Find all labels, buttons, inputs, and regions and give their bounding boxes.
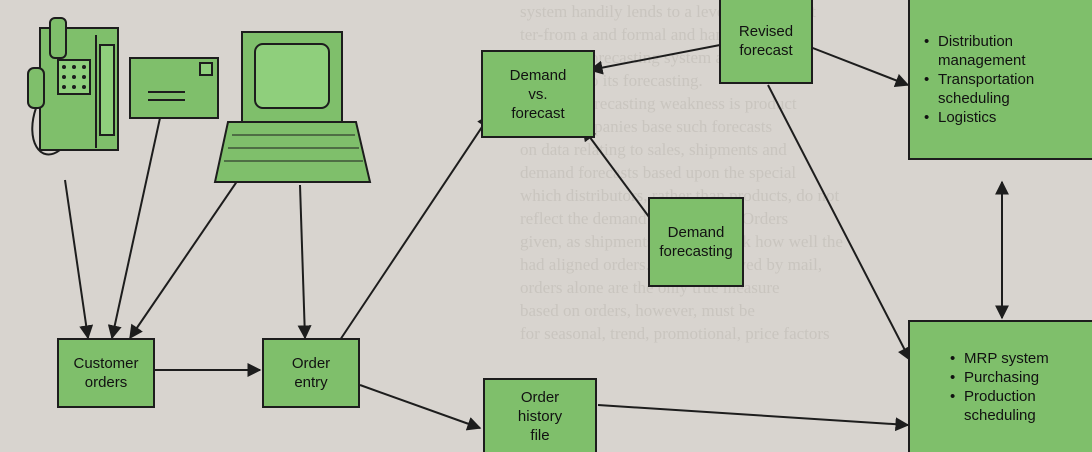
arrow-demand-forecasting-to-demand-vs bbox=[582, 126, 656, 226]
envelope-icon bbox=[129, 57, 219, 119]
background-text-line: on data relating to sales, shipments and bbox=[520, 140, 787, 159]
logistics-item: Logistics bbox=[924, 108, 1034, 127]
purchasing-item: Purchasing bbox=[950, 368, 1049, 387]
demand-vs-forecast-node: Demand vs. forecast bbox=[481, 50, 595, 138]
arrow-demand-vs-forecast-to-order-entry bbox=[339, 113, 491, 341]
arrow-terminal-to-customer-orders bbox=[129, 154, 256, 340]
computer-terminal-icon bbox=[213, 31, 372, 183]
demand-forecasting-node: Demand forecasting bbox=[648, 197, 744, 287]
order-history-file-label: Order history file bbox=[517, 388, 563, 444]
order-entry-node: Order entry bbox=[262, 338, 360, 408]
arrow-revised-to-demand-vs bbox=[588, 44, 721, 75]
telephone-fax-icon bbox=[27, 17, 119, 156]
customer-orders-label: Customer orders bbox=[73, 355, 139, 391]
background-text-line: demand forecasts based upon the special bbox=[520, 163, 797, 182]
order-entry-label: Order entry bbox=[291, 355, 331, 391]
demand-vs-forecast-label: Demand vs. forecast bbox=[509, 66, 567, 122]
arrow-mail-to-customer-orders bbox=[107, 117, 161, 340]
arrow-phone-to-customer-orders bbox=[64, 179, 94, 340]
arrow-history-to-mrp bbox=[597, 404, 910, 432]
background-text: system handily lends to a level and fore… bbox=[520, 0, 900, 452]
demand-forecasting-label: Demand forecasting bbox=[659, 224, 733, 260]
arrow-revised-to-mrp bbox=[767, 84, 911, 362]
order-history-file-node: Order history file bbox=[483, 378, 597, 452]
revised-forecast-node: Revised forecast bbox=[719, 0, 813, 84]
background-text-line: which distributors, rather than products… bbox=[520, 186, 840, 205]
mrp-list: MRP system Purchasing Productionscheduli… bbox=[950, 349, 1049, 425]
arrow-revised-to-distribution bbox=[804, 44, 910, 87]
background-text-line: based on orders, however, must be bbox=[520, 301, 755, 320]
customer-orders-node: Customer orders bbox=[57, 338, 155, 408]
revised-forecast-label: Revised forecast bbox=[738, 23, 794, 59]
arrow-order-entry-to-history bbox=[359, 384, 482, 431]
arrow-terminal-to-order-entry bbox=[297, 184, 312, 340]
background-text-line: for seasonal, trend, promotional, price … bbox=[520, 324, 830, 343]
mrp-item: MRP system bbox=[950, 349, 1049, 368]
mrp-system-node: MRP system Purchasing Productionscheduli… bbox=[908, 320, 1092, 452]
